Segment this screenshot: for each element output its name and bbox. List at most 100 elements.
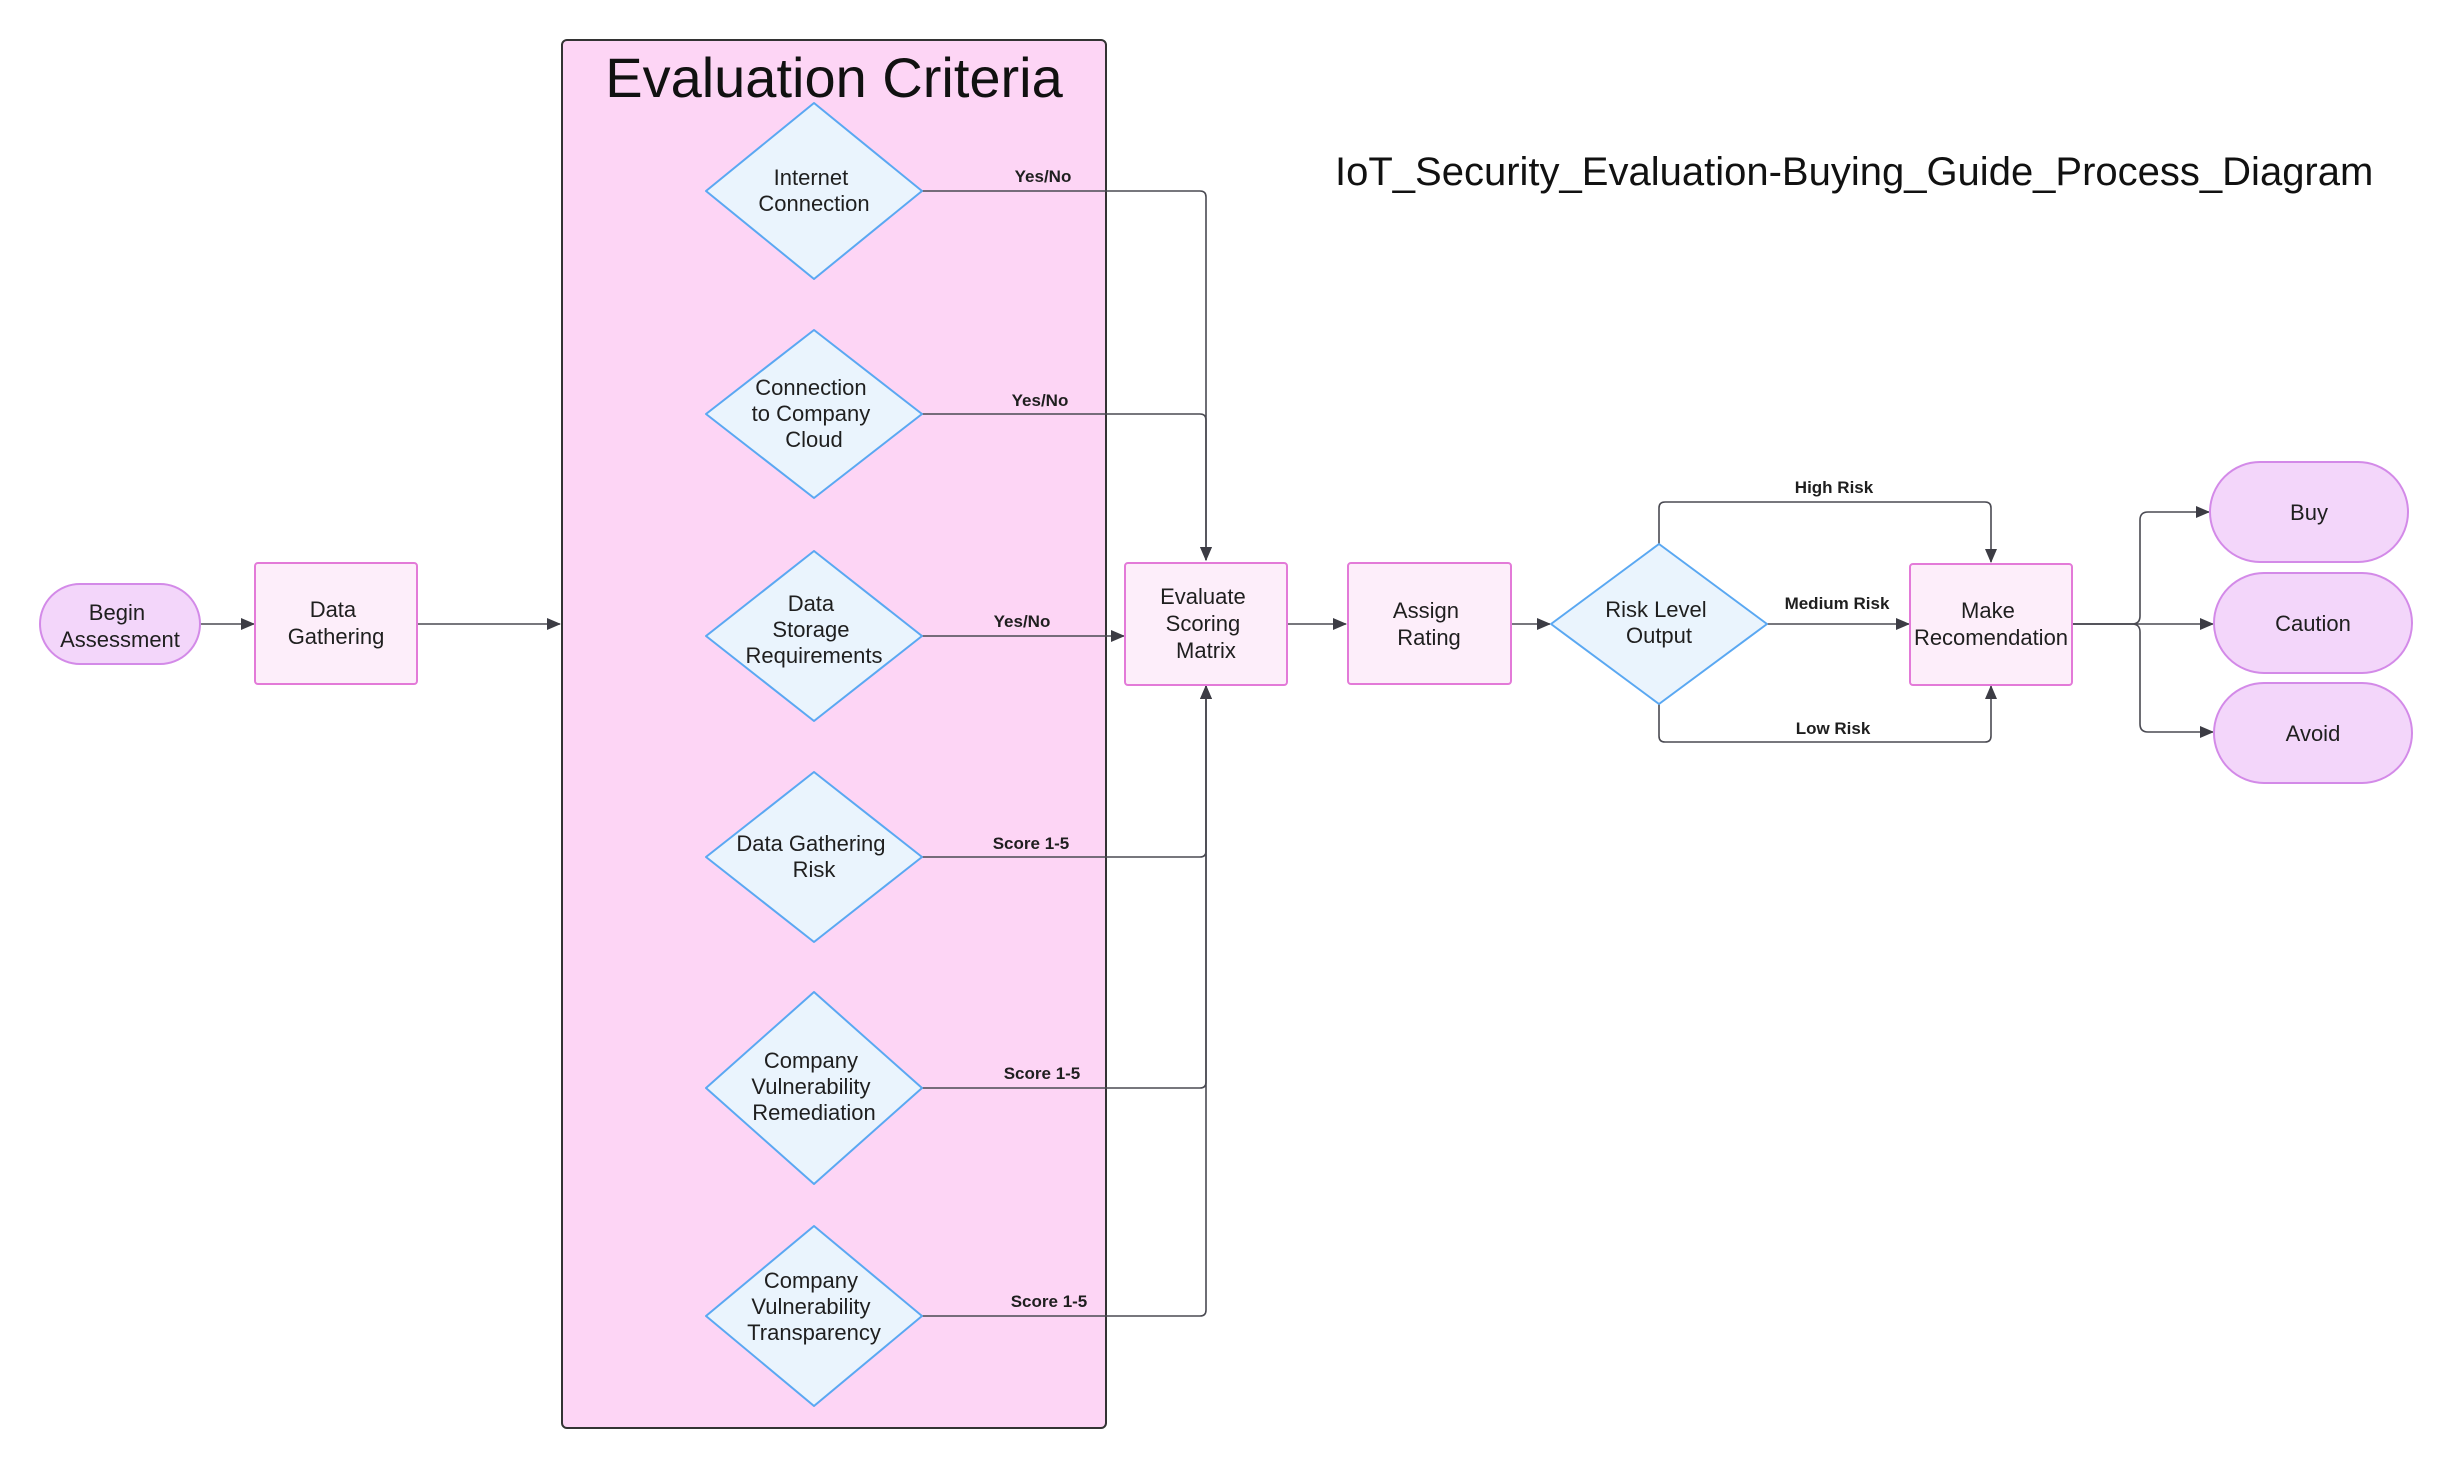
evaluate-scoring-matrix-label: Evaluate Scoring Matrix — [1160, 584, 1252, 663]
vulnerability-remediation-line: Company — [764, 1048, 858, 1073]
make-recommendation-line: Make — [1961, 598, 2015, 623]
vulnerability-remediation-node[interactable]: Company Vulnerability Remediation — [705, 991, 923, 1185]
make-recommendation-label: Make Recomendation — [1914, 598, 2068, 650]
assign-rating-node[interactable]: Assign Rating — [1347, 562, 1512, 685]
company-cloud-line: Connection — [755, 375, 866, 400]
data-gathering-risk-line: Risk — [793, 857, 837, 882]
vulnerability-remediation-line: Vulnerability — [751, 1074, 870, 1099]
risk-level-output-shape — [1550, 543, 1768, 705]
avoid-line: Avoid — [2286, 721, 2341, 746]
edge-high-risk — [1658, 501, 1997, 563]
edge-label-transparency: Score 1-5 — [1011, 1292, 1088, 1311]
assign-rating-label: Assign Rating — [1393, 598, 1465, 650]
diagram-title: IoT_Security_Evaluation-Buying_Guide_Pro… — [1335, 150, 2373, 194]
avoid-label: Avoid — [2286, 721, 2341, 746]
data-gathering-risk-label: Data Gathering Risk — [736, 831, 891, 882]
data-storage-node[interactable]: Data Storage Requirements — [705, 550, 923, 722]
data-gathering-risk-shape — [705, 771, 923, 943]
caution-node[interactable]: Caution — [2213, 572, 2413, 674]
data-gathering-line: Gathering — [288, 624, 385, 649]
risk-level-output-line: Risk Level — [1605, 597, 1706, 622]
buy-node[interactable]: Buy — [2209, 461, 2409, 563]
data-gathering-node[interactable]: Data Gathering — [254, 562, 418, 685]
begin-assessment-line: Assessment — [60, 627, 180, 652]
caution-line: Caution — [2275, 611, 2351, 636]
begin-assessment-shape — [39, 583, 201, 665]
buy-line: Buy — [2290, 500, 2328, 525]
data-gathering-line: Data — [310, 597, 357, 622]
assign-rating-line: Assign — [1393, 598, 1459, 623]
edge-label-remediation: Score 1-5 — [1004, 1064, 1081, 1083]
edge-label-medium-risk: Medium Risk — [1785, 594, 1890, 613]
edge-low-risk — [1658, 685, 1997, 743]
vulnerability-remediation-shape — [705, 991, 923, 1185]
company-cloud-line: to Company — [752, 401, 871, 426]
edge-label-storage: Yes/No — [994, 612, 1051, 631]
vulnerability-remediation-line: Remediation — [752, 1100, 876, 1125]
evaluate-scoring-matrix-line: Evaluate — [1160, 584, 1246, 609]
edges — [200, 190, 2214, 1317]
internet-connection-node[interactable]: Internet Connection — [705, 102, 923, 280]
evaluate-scoring-matrix-line: Matrix — [1176, 638, 1236, 663]
risk-level-output-node[interactable]: Risk Level Output — [1550, 543, 1768, 705]
avoid-node[interactable]: Avoid — [2213, 682, 2413, 784]
begin-assessment-label: Begin Assessment — [60, 600, 180, 652]
buy-label: Buy — [2290, 500, 2328, 525]
edge-label-high-risk: High Risk — [1795, 478, 1874, 497]
assign-rating-shape — [1347, 562, 1512, 685]
avoid-shape — [2213, 682, 2413, 784]
risk-level-output-line: Output — [1626, 623, 1692, 648]
evaluation-criteria-title: Evaluation Criteria — [605, 46, 1063, 109]
edge-cloud-to-evaluate — [922, 413, 1212, 561]
risk-level-output-label: Risk Level Output — [1605, 597, 1713, 648]
make-recommendation-node[interactable]: Make Recomendation — [1909, 563, 2073, 686]
evaluate-scoring-matrix-shape — [1124, 562, 1288, 686]
begin-assessment-line: Begin — [89, 600, 145, 625]
edge-recommend-to-buy — [2073, 506, 2210, 625]
vulnerability-transparency-node[interactable]: Company Vulnerability Transparency — [705, 1225, 923, 1407]
evaluation-criteria-container — [561, 39, 1107, 1429]
evaluate-scoring-matrix-line: Scoring — [1166, 611, 1241, 636]
caution-shape — [2213, 572, 2413, 674]
make-recommendation-shape — [1909, 563, 2073, 686]
data-gathering-label: Data Gathering — [288, 597, 385, 649]
vulnerability-remediation-label: Company Vulnerability Remediation — [751, 1048, 876, 1125]
edge-recommend-to-avoid — [2073, 623, 2214, 738]
vulnerability-transparency-line: Transparency — [747, 1320, 881, 1345]
data-gathering-risk-node[interactable]: Data Gathering Risk — [705, 771, 923, 943]
company-cloud-line: Cloud — [785, 427, 842, 452]
begin-assessment-node[interactable]: Begin Assessment — [39, 583, 201, 665]
data-storage-shape — [705, 550, 923, 722]
edge-label-cloud: Yes/No — [1012, 391, 1069, 410]
internet-connection-line: Internet — [774, 165, 849, 190]
data-storage-label: Data Storage Requirements — [746, 591, 883, 668]
internet-connection-label: Internet Connection — [758, 165, 869, 216]
company-cloud-label: Connection to Company Cloud — [752, 375, 877, 452]
company-cloud-node[interactable]: Connection to Company Cloud — [705, 329, 923, 499]
data-storage-line: Data — [788, 591, 835, 616]
data-storage-line: Requirements — [746, 643, 883, 668]
vulnerability-transparency-label: Company Vulnerability Transparency — [747, 1268, 881, 1345]
data-gathering-risk-line: Data Gathering — [736, 831, 885, 856]
internet-connection-shape — [705, 102, 923, 280]
edge-labels: Yes/No Yes/No Yes/No Score 1-5 Score 1-5… — [993, 167, 1890, 1311]
buy-shape — [2209, 461, 2409, 563]
edge-internet-to-evaluate — [922, 190, 1212, 561]
data-storage-line: Storage — [772, 617, 849, 642]
evaluate-scoring-matrix-node[interactable]: Evaluate Scoring Matrix — [1124, 562, 1288, 686]
edge-label-internet: Yes/No — [1015, 167, 1072, 186]
make-recommendation-line: Recomendation — [1914, 625, 2068, 650]
caution-label: Caution — [2275, 611, 2351, 636]
data-gathering-shape — [254, 562, 418, 685]
nodes: Begin Assessment Data Gathering Internet… — [39, 102, 2413, 1407]
internet-connection-line: Connection — [758, 191, 869, 216]
company-cloud-shape — [705, 329, 923, 499]
evaluation-criteria-group: Evaluation Criteria — [561, 39, 1107, 1429]
edge-transparency-to-evaluate — [922, 685, 1212, 1317]
edge-label-gathering-risk: Score 1-5 — [993, 834, 1070, 853]
vulnerability-transparency-line: Company — [764, 1268, 858, 1293]
edge-label-low-risk: Low Risk — [1796, 719, 1871, 738]
vulnerability-transparency-shape — [705, 1225, 923, 1407]
vulnerability-transparency-line: Vulnerability — [751, 1294, 870, 1319]
assign-rating-line: Rating — [1397, 625, 1461, 650]
